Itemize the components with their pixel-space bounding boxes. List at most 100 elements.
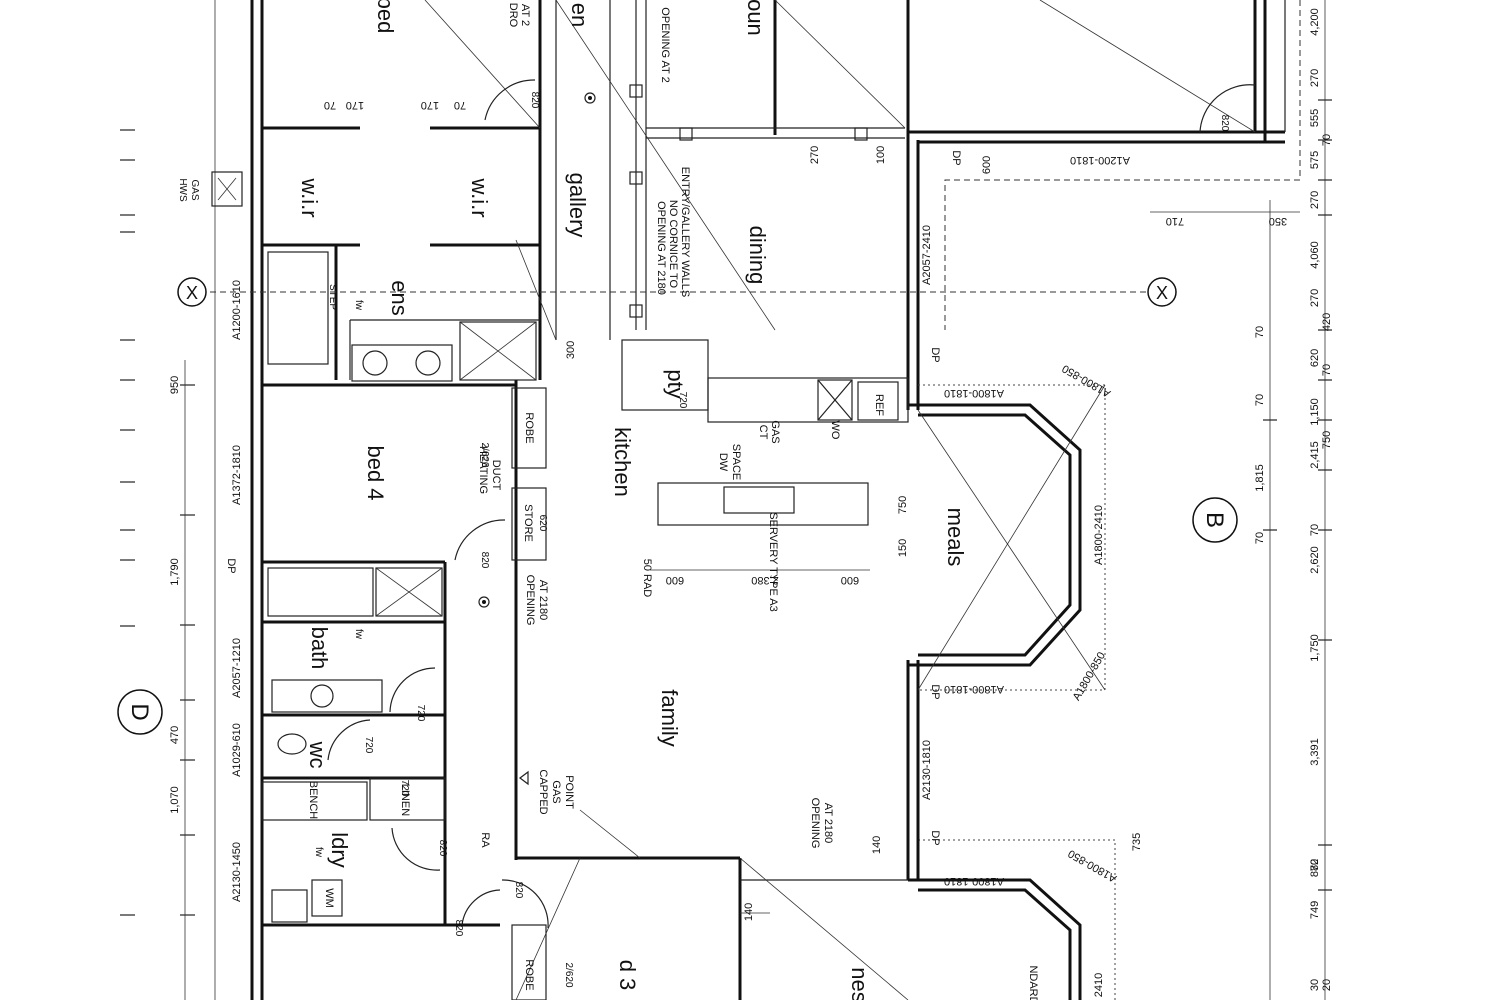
room-entry: en <box>567 3 592 27</box>
note-capped-point: POINT <box>563 775 575 809</box>
room-family: family <box>657 689 682 746</box>
room-linen: LINEN <box>399 784 411 816</box>
room-bed4: bed 4 <box>363 445 388 500</box>
window-label: 2410 <box>1093 973 1105 997</box>
room-bed3: d 3 <box>615 960 640 991</box>
note-dp-1: DP <box>929 347 941 362</box>
note-heating-duct: DUCT <box>490 460 502 491</box>
dim-label: 1,790 <box>169 558 181 586</box>
note-ct-gas: GAS <box>769 420 781 443</box>
room-robe-1: ROBE <box>523 412 535 443</box>
light-point-icon <box>478 596 490 608</box>
dim-label: 600 <box>666 574 684 586</box>
dim-label: 70 <box>1254 394 1266 406</box>
room-kitchen: kitchen <box>610 427 635 497</box>
room-meals: meals <box>943 508 968 567</box>
dimensions-right: 4,200 270 555 575 70 270 4,060 270 420 6… <box>1254 8 1333 991</box>
note-fw-1: fw <box>353 300 364 311</box>
grid-marker-b: B <box>1192 497 1238 543</box>
room-bath: bath <box>307 627 332 670</box>
capped-gas-icon <box>519 770 529 786</box>
robe-door-width-2: 2/620 <box>563 962 574 987</box>
window-label: A1029-610 <box>231 723 243 777</box>
dim-label: 470 <box>169 726 181 744</box>
room-store: STORE <box>522 504 534 542</box>
note-fw-3: fw <box>313 847 324 858</box>
dim-label: 70 <box>1309 524 1321 536</box>
room-dining: dining <box>745 226 770 285</box>
dimensions-left: 950 1,790 470 1,070 <box>169 376 181 814</box>
notes: HEATING DUCT STEP fw fw fw OPENING AT 2 … <box>225 3 1230 1000</box>
room-wir-1: w.i.r <box>297 177 322 217</box>
note-servery: SERVERY TYPE A3 <box>767 512 779 611</box>
note-capped-gas: GAS <box>550 780 562 803</box>
note-step: STEP <box>327 284 338 310</box>
note-opening-b-2: NO CORNICE TO <box>667 200 679 289</box>
dim-label: 749 <box>1309 901 1321 919</box>
note-at2: AT 2 <box>519 4 531 26</box>
dim-label: 735 <box>1131 833 1143 851</box>
room-wir-2: w.i.r <box>467 177 492 217</box>
note-dw: DW <box>717 453 729 472</box>
window-label: A1800-1810 <box>944 875 1004 887</box>
dim-label: 100 <box>875 146 887 164</box>
dim-label: 170 <box>346 99 364 111</box>
dim-label: 270 <box>1309 191 1321 209</box>
door-width-7: 720 <box>677 392 688 409</box>
note-capped: CAPPED <box>537 769 549 814</box>
window-label: A1800-1810 <box>944 387 1004 399</box>
dim-label: 420 <box>1321 313 1333 331</box>
window-label: A1200-1810 <box>1070 154 1130 166</box>
dim-label: 882 <box>1309 859 1321 877</box>
note-dp-4: DP <box>950 150 962 165</box>
window-label: A1200-1610 <box>231 280 243 340</box>
note-opening-c-1: OPENING <box>524 575 536 626</box>
room-lounge: loun <box>743 0 768 36</box>
note-fw-2: fw <box>353 629 364 640</box>
dim-label: 3,391 <box>1309 738 1321 766</box>
door-width-4: 720 <box>415 705 426 722</box>
dim-label: 600 <box>841 574 859 586</box>
dim-label: 150 <box>897 539 909 557</box>
note-dp-5: DP <box>225 558 237 573</box>
room-wc: wc <box>305 741 330 769</box>
dim-label: 270 <box>1309 69 1321 87</box>
dim-label: 350 <box>1269 215 1287 227</box>
note-opening-d-2: AT 2180 <box>822 803 834 844</box>
window-label: A2057-1210 <box>231 638 243 698</box>
dimensions-misc: 70 170 170 70 600 2,380 600 300 270 100 … <box>324 99 1287 921</box>
grid-d-label: D <box>126 703 153 720</box>
dim-label: 2,415 <box>1309 441 1321 469</box>
door-width-3: 820 <box>437 840 448 857</box>
note-opening-a: OPENING AT 2 <box>659 7 671 82</box>
room-games: nes <box>847 967 872 1000</box>
door-width-10: 820 <box>1219 115 1230 132</box>
grid-marker-x-right: X <box>1147 277 1177 307</box>
room-pty: pty <box>663 369 688 398</box>
window-label: A1800-2410 <box>1093 505 1105 565</box>
hws-gas-label: GAS <box>189 179 200 200</box>
grid-x-left-label: X <box>186 283 198 303</box>
dim-label: 140 <box>871 836 883 854</box>
robe-door-width: 2/620 <box>479 442 490 467</box>
dim-label: 750 <box>897 496 909 514</box>
window-label: A2130-1810 <box>921 740 933 800</box>
grid-marker-d: D <box>117 689 163 735</box>
dim-label: 555 <box>1309 109 1321 127</box>
window-label: A1800-850 <box>1066 847 1119 884</box>
note-wo: WO <box>829 421 841 440</box>
note-dp-3: DP <box>929 830 941 845</box>
dim-label: 1,750 <box>1309 634 1321 662</box>
note-opening-d-1: OPENING <box>809 798 821 849</box>
dim-label: 620 <box>1309 349 1321 367</box>
grid-marker-x-left: X <box>177 277 207 307</box>
dim-label: 70 <box>324 99 336 111</box>
window-label: A1800-1810 <box>944 683 1004 695</box>
window-label: A2057-2410 <box>921 225 933 285</box>
dim-label: 1,815 <box>1254 464 1266 492</box>
door-width-8: 820 <box>513 882 524 899</box>
room-bed-top: bed <box>373 0 398 33</box>
dim-label: 750 <box>1321 431 1333 449</box>
appliance-wm: WM <box>323 888 335 908</box>
